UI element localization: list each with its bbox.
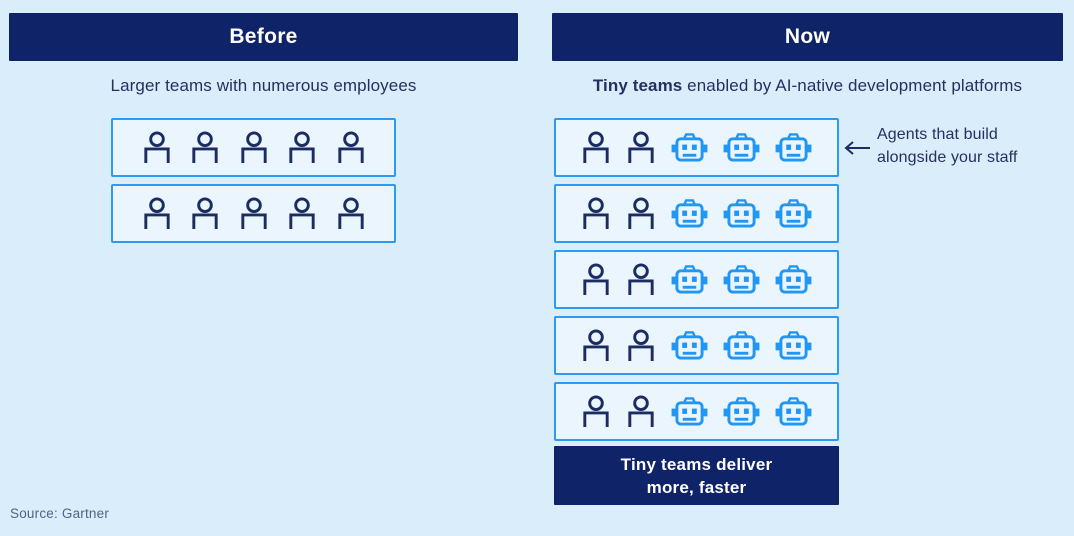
person-icon	[143, 197, 170, 230]
team-box	[554, 250, 839, 309]
now-subtitle-rest: enabled by AI-native development platfor…	[682, 76, 1023, 95]
person-icon	[337, 131, 364, 164]
robot-agent-icon	[723, 199, 760, 228]
team-box	[554, 184, 839, 243]
annotation-line1: Agents that build	[877, 126, 998, 143]
annotation-text: Agents that build alongside your staff	[877, 123, 1067, 169]
team-box	[554, 382, 839, 441]
person-icon	[289, 197, 315, 230]
source-credit: Source: Gartner	[10, 506, 110, 521]
robot-agent-icon	[671, 199, 708, 228]
before-header-label: Before	[229, 25, 298, 48]
person-icon	[628, 395, 654, 428]
robot-agent-icon	[775, 199, 812, 228]
before-team-grid	[111, 118, 396, 243]
before-subtitle: Larger teams with numerous employees	[110, 76, 417, 95]
now-header-bar: Now	[552, 13, 1063, 61]
robot-agent-icon	[723, 397, 760, 426]
robot-agent-icon	[671, 397, 708, 426]
result-line2: more, faster	[646, 477, 747, 497]
team-box	[554, 316, 839, 375]
robot-agent-icon	[671, 265, 708, 294]
person-icon	[192, 197, 218, 230]
person-icon	[240, 197, 267, 230]
left-arrow-icon	[843, 140, 871, 156]
robot-agent-icon	[775, 397, 812, 426]
before-header-bar: Before	[9, 13, 518, 61]
robot-agent-icon	[671, 331, 708, 360]
robot-agent-icon	[671, 133, 708, 162]
person-icon	[143, 131, 170, 164]
result-line1: Tiny teams deliver	[620, 454, 773, 474]
person-icon	[628, 131, 654, 164]
robot-agent-icon	[775, 265, 812, 294]
person-icon	[583, 395, 609, 428]
robot-agent-icon	[775, 331, 812, 360]
person-icon	[583, 263, 609, 296]
robot-agent-icon	[723, 265, 760, 294]
person-icon	[192, 131, 218, 164]
person-icon	[583, 329, 609, 362]
person-icon	[337, 197, 364, 230]
now-team-grid	[554, 118, 839, 441]
now-subtitle-bold: Tiny teams	[592, 76, 683, 95]
team-box	[111, 184, 396, 243]
now-subtitle: Tiny teams enabled by AI-native developm…	[552, 75, 1063, 97]
robot-agent-icon	[723, 133, 760, 162]
person-icon	[583, 131, 609, 164]
robot-agent-icon	[723, 331, 760, 360]
robot-agent-icon	[775, 133, 812, 162]
result-box: Tiny teams deliver more, faster	[554, 446, 839, 505]
team-box	[554, 118, 839, 177]
person-icon	[628, 197, 654, 230]
person-icon	[628, 263, 654, 296]
person-icon	[289, 131, 315, 164]
person-icon	[628, 329, 654, 362]
team-box	[111, 118, 396, 177]
annotation-line2: alongside your staff	[877, 149, 1018, 166]
now-header-label: Now	[784, 25, 831, 48]
person-icon	[240, 131, 267, 164]
person-icon	[583, 197, 609, 230]
